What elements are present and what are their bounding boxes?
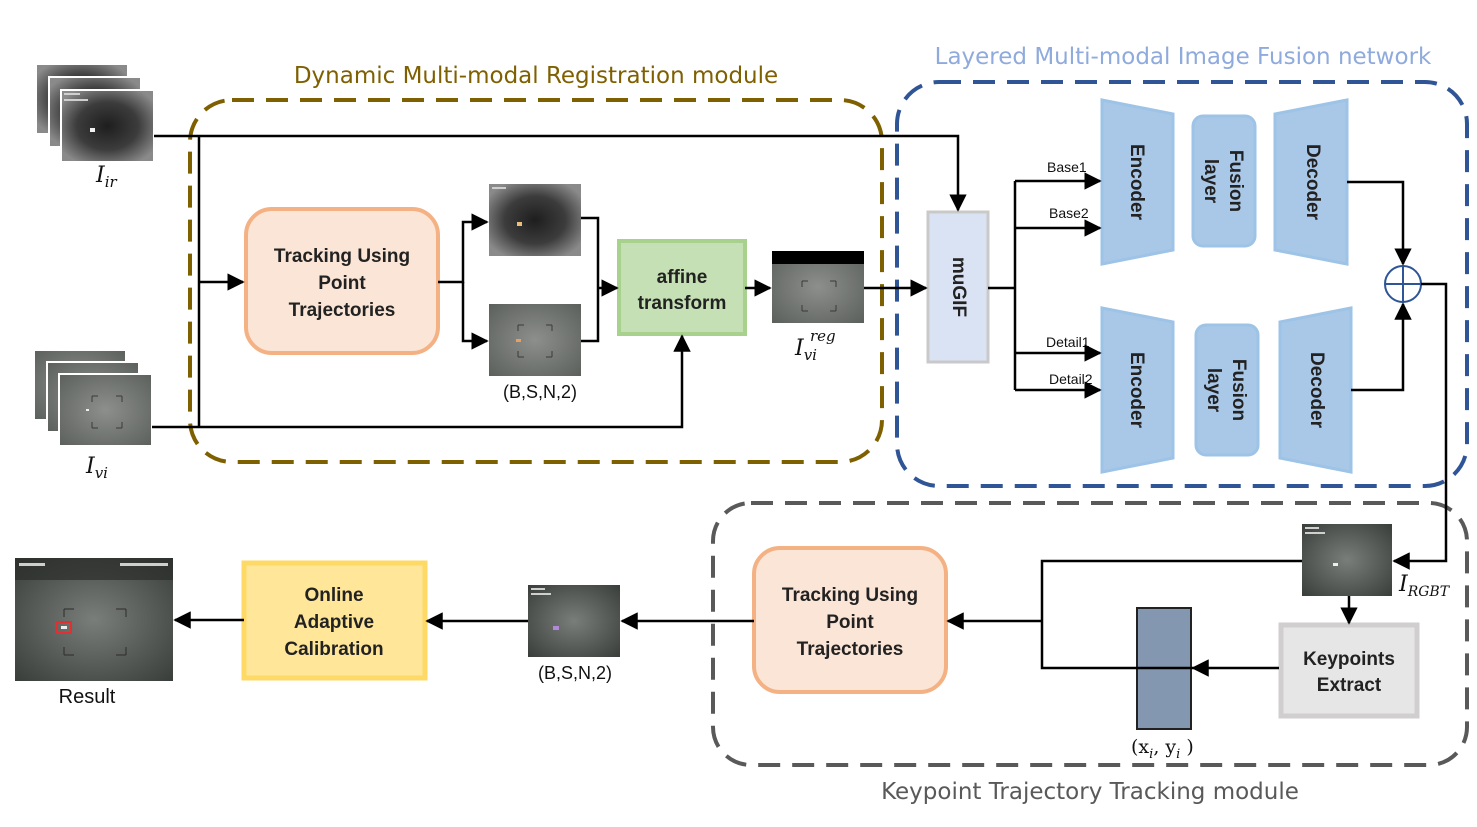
tracking-block-bottom-line3: Trajectories [797, 639, 904, 660]
coords-label: (xi, yi ) [1131, 736, 1194, 762]
encoder-top [1100, 98, 1175, 266]
tracked-vi-thumbnail [489, 304, 581, 376]
sum-symbol [1384, 265, 1422, 303]
tracking-module-title: Keypoint Trajectory Tracking module [881, 779, 1299, 805]
decoder-bottom [1278, 306, 1353, 474]
shape-label-bottom: (B,S,N,2) [538, 663, 612, 683]
online-calibration-line1: Online [304, 585, 363, 606]
affine-transform-line1: affine [657, 267, 708, 288]
tracking-module-border [711, 501, 1469, 767]
shape-label-top: (B,S,N,2) [503, 382, 577, 402]
encoder-bottom-label: Encoder [1126, 352, 1147, 429]
ir-image-label: Iir [95, 163, 118, 191]
ir-image-stack [35, 63, 155, 163]
vi-reg-label: Ivi [794, 336, 817, 364]
base1-label: Base1 [1047, 159, 1087, 175]
fusion-layer-top-line1: Fusion [1225, 150, 1246, 212]
fusion-module-border [895, 80, 1469, 488]
mugif-label: muGIF [948, 257, 969, 317]
tracked-ir-thumbnail [489, 184, 581, 256]
online-calibration-line2: Adaptive [294, 612, 374, 633]
tracking-block-top-line2: Point [318, 273, 366, 294]
encoder-bottom [1100, 306, 1175, 474]
keypoints-extract-line1: Keypoints [1303, 649, 1395, 670]
detail2-label: Detail2 [1049, 371, 1093, 387]
fusion-module-title: Layered Multi-modal Image Fusion network [935, 44, 1432, 70]
affine-transform-line2: transform [638, 293, 727, 314]
vi-image-label: Ivi [85, 454, 108, 482]
fused-rgbt-thumbnail [1302, 524, 1392, 596]
vi-reg-sup-label: reg [810, 327, 836, 345]
result-label: Result [59, 686, 116, 708]
online-calibration-block [241, 560, 428, 681]
fusion-layer-top [1191, 114, 1257, 248]
tracking-block-bottom-line1: Tracking Using [782, 585, 918, 606]
result-thumbnail [15, 558, 173, 681]
registered-vi-thumbnail [772, 251, 864, 323]
online-calibration-line3: Calibration [284, 639, 383, 660]
tracking-block-top-line1: Tracking Using [274, 246, 410, 267]
decoder-bottom-label: Decoder [1306, 352, 1327, 429]
tracking-block-bottom-line2: Point [826, 612, 874, 633]
keypoints-extract-block [1278, 622, 1420, 719]
connectors [152, 134, 1448, 677]
fusion-layer-bottom-line2: layer [1203, 368, 1224, 413]
registration-module-title: Dynamic Multi-modal Registration module [294, 63, 778, 89]
visible-image-stack [33, 349, 153, 447]
detail1-label: Detail1 [1046, 334, 1090, 350]
fusion-layer-bottom-line1: Fusion [1228, 359, 1249, 421]
fusion-layer-bottom [1194, 323, 1260, 457]
affine-transform-block [617, 239, 747, 336]
decoder-top-label: Decoder [1302, 144, 1323, 221]
encoder-top-label: Encoder [1126, 144, 1147, 221]
decoder-top [1273, 98, 1349, 266]
tracking-block-top-line3: Trajectories [289, 300, 396, 321]
keypoints-extract-line2: Extract [1317, 675, 1382, 696]
tracked-fused-thumbnail [528, 585, 620, 657]
base2-label: Base2 [1049, 205, 1089, 221]
rgbt-label: IRGBT [1398, 572, 1451, 600]
fusion-layer-top-line2: layer [1200, 159, 1221, 204]
